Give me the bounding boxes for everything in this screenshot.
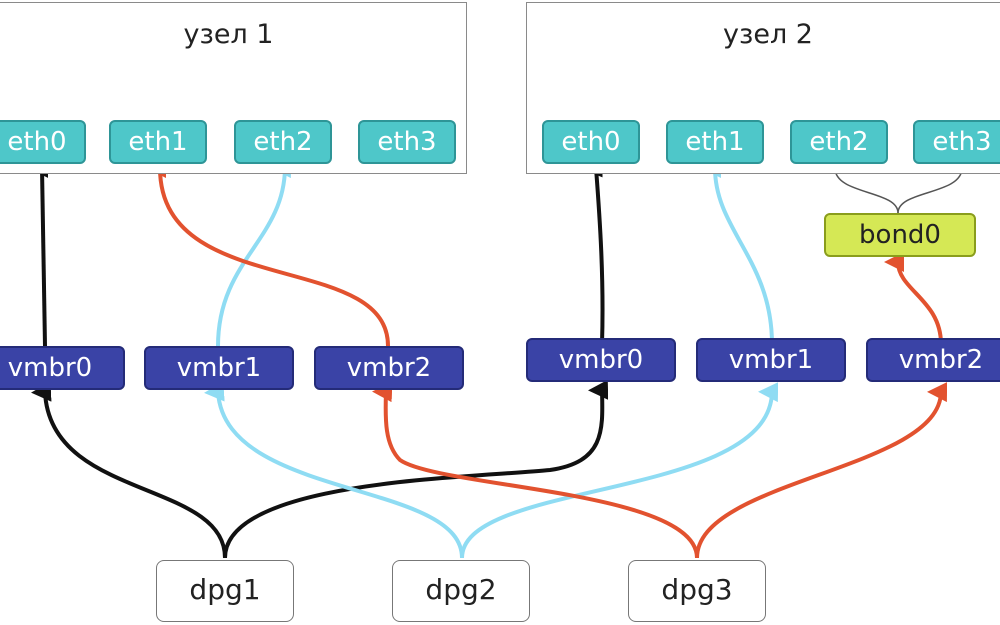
node1-bridge-vmbr0: vmbr0: [0, 346, 125, 390]
link-n2-vmbr1-eth1: [701, 157, 774, 345]
link-n2-vmbr2-bond0: [884, 251, 943, 345]
node2-title: узел 2: [723, 19, 813, 50]
link-n1-vmbr0-eth0: [28, 157, 49, 347]
link-dpg3-n2-vmbr2: [695, 382, 948, 559]
link-n2-vmbr0-eth0: [582, 157, 605, 345]
link-dpg2-n1-vmbr1: [204, 381, 464, 559]
dpg2-box: dpg2: [392, 560, 530, 622]
node1-bridge-vmbr1: vmbr1: [144, 346, 294, 390]
node1-port-eth2: eth2: [234, 120, 332, 164]
node1-title: узел 1: [183, 19, 274, 50]
node2-bridge-vmbr1: vmbr1: [696, 338, 846, 382]
node1-bridge-vmbr2: vmbr2: [314, 346, 464, 390]
node2-bond0: bond0: [824, 213, 976, 257]
node1-port-eth3: eth3: [358, 120, 456, 164]
link-dpg3-n1-vmbr2: [372, 382, 699, 559]
node1-port-eth1: eth1: [109, 120, 207, 164]
node2-port-eth3: eth3: [913, 120, 1000, 164]
dpg3-box: dpg3: [628, 560, 766, 622]
node2-bridge-vmbr0: vmbr0: [526, 338, 676, 382]
link-dpg2-n2-vmbr1: [460, 382, 779, 559]
node2-bridge-vmbr2: vmbr2: [866, 338, 1000, 382]
link-bond0-eth3: [897, 164, 965, 214]
node2-port-eth1: eth1: [666, 120, 764, 164]
link-bond0-eth2: [829, 164, 899, 214]
node1-port-eth0: eth0: [0, 120, 86, 164]
link-n1-vmbr2-eth1: [146, 157, 390, 347]
link-n1-vmbr1-eth2: [216, 158, 292, 347]
node2-port-eth0: eth0: [542, 120, 640, 164]
dpg1-box: dpg1: [156, 560, 294, 622]
link-dpg1-n2-vmbr0: [223, 379, 609, 559]
node2-port-eth2: eth2: [790, 120, 888, 164]
link-dpg1-n1-vmbr0: [31, 381, 227, 559]
